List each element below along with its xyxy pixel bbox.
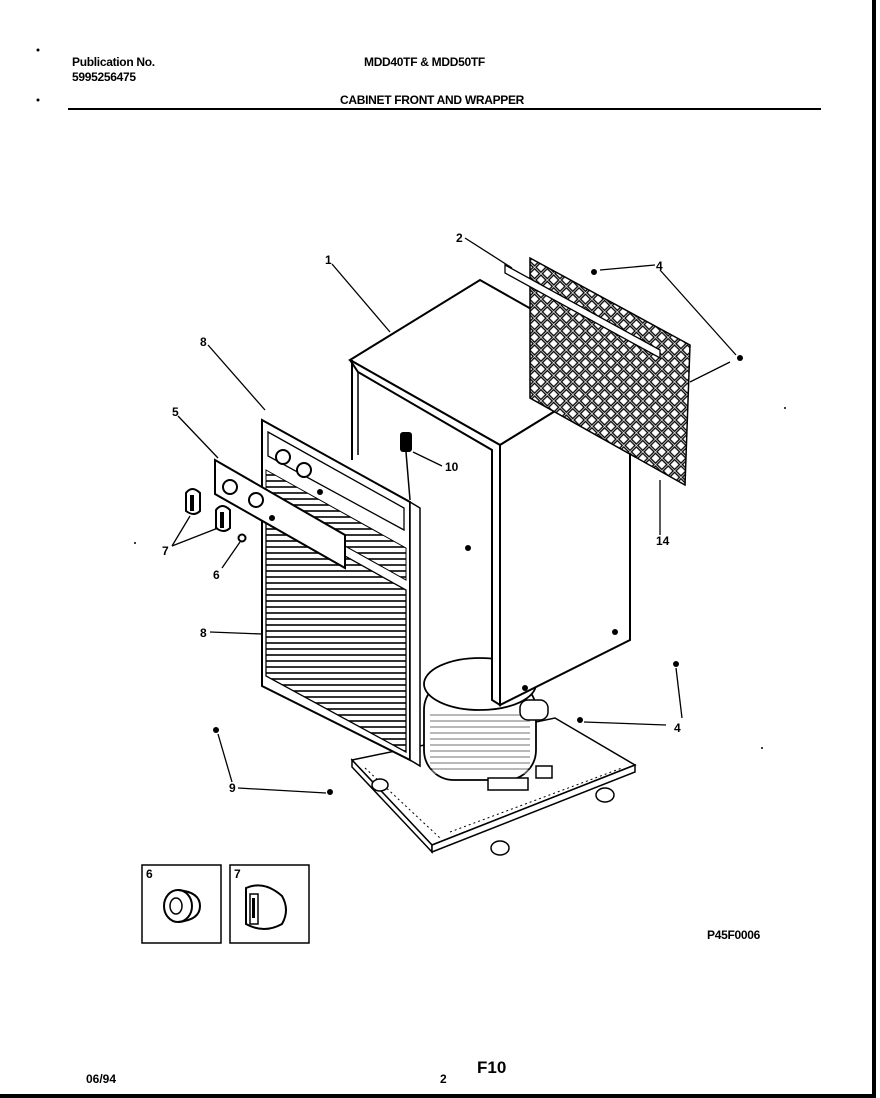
publication-label: Publication No. — [72, 55, 155, 69]
header-rule — [68, 108, 821, 110]
callout-7: 7 — [162, 544, 169, 558]
callout-8-top: 8 — [200, 335, 207, 349]
callout-14: 14 — [656, 534, 670, 548]
footer-page-code: F10 — [477, 1058, 507, 1077]
section-title: CABINET FRONT AND WRAPPER — [340, 93, 525, 107]
callout-6: 6 — [213, 568, 220, 582]
model-numbers: MDD40TF & MDD50TF — [364, 55, 485, 69]
callout-9: 9 — [229, 781, 236, 795]
inset-knob-6: 6 — [141, 864, 222, 944]
leader-lines — [171, 237, 737, 794]
rear-grille — [504, 256, 691, 487]
callout-numbers: 1 2 4 4 5 6 7 8 8 9 10 14 — [162, 231, 681, 795]
callout-1: 1 — [325, 253, 332, 267]
screws — [213, 269, 743, 795]
callout-4-top: 4 — [656, 259, 663, 273]
footer-page-number: 2 — [440, 1072, 447, 1086]
button-part-6 — [237, 533, 247, 543]
callout-8-mid: 8 — [200, 626, 207, 640]
front-panel — [261, 418, 421, 768]
inset-7-label: 7 — [234, 867, 241, 881]
publication-number: 5995256475 — [72, 70, 136, 84]
figure-id: P45F0006 — [707, 928, 760, 942]
callout-2: 2 — [456, 231, 463, 245]
thermostat-sensor — [400, 432, 412, 501]
control-plate — [214, 458, 346, 570]
callout-4-bottom: 4 — [674, 721, 681, 735]
callout-5: 5 — [172, 405, 179, 419]
inset-knob-7: 7 — [229, 864, 310, 944]
inset-6-label: 6 — [146, 867, 153, 881]
footer-date: 06/94 — [86, 1072, 117, 1086]
knob-part-7 — [185, 488, 231, 532]
callout-10: 10 — [445, 460, 459, 474]
